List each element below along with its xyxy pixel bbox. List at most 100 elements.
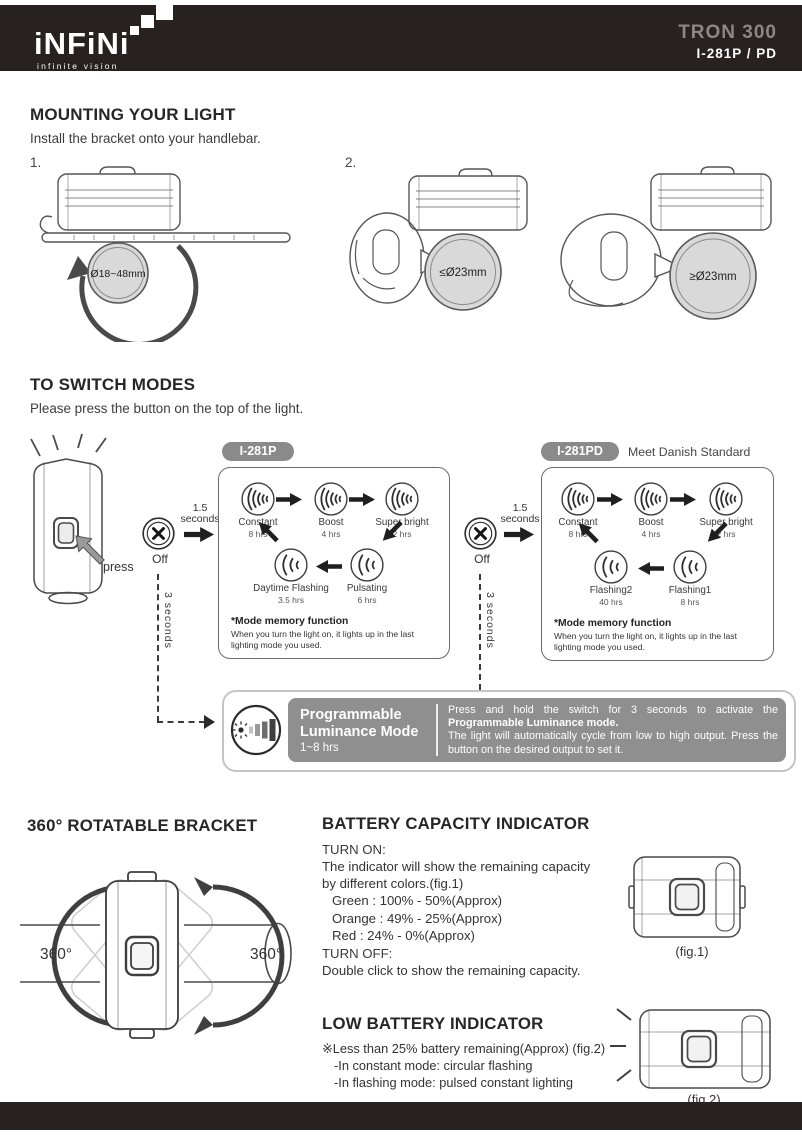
step-2-label: 2. [345,155,357,170]
battery-red-line: Red : 24% - 0%(Approx) [332,928,475,943]
mounting-section-header: MOUNTING YOUR LIGHT Install the bracket … [30,105,261,146]
brand-logo: iNFiNi [34,26,130,61]
flash-marks-icon [610,1008,632,1082]
mode-wave-icon [274,548,308,582]
mode-wave-icon [673,550,707,584]
tap-duration-value: 1.5 [512,502,528,514]
mounting-step2-drawing: ≤Ø23mm ≥Ø23mm [349,166,772,320]
logo-pixel-square-icon [156,3,173,20]
battery-section: BATTERY CAPACITY INDICATOR TURN ON: The … [322,814,628,979]
hold-duration-label: 3 seconds [162,592,174,649]
battery-off-text: Double click to show the remaining capac… [322,962,581,978]
mode-wave-icon [561,482,595,516]
memory-note-text: When you turn the light on, it lights up… [554,631,737,652]
programmable-runtime: 1~8 hrs [300,742,339,754]
fig1-label: (fig.1) [675,944,709,959]
battery-turn-off-label: TURN OFF: [322,945,393,961]
mode-wave-icon [709,482,743,516]
low-battery-title: LOW BATTERY INDICATOR [322,1014,544,1033]
memory-note-text: When you turn the light on, it lights up… [231,629,414,650]
power-button-icon [464,517,497,550]
memory-note-title: *Mode memory function [554,618,672,629]
clamp-diameter-circle [87,242,149,304]
fig2-drawing [610,1008,771,1089]
hold-connector-line [479,574,481,690]
logo-pixel-square-icon [130,26,139,35]
battery-title: BATTERY CAPACITY INDICATOR [322,814,590,833]
low-battery-threshold: ※Less than 25% battery remaining(Approx)… [322,1041,606,1056]
low-battery-flashing-note: -In flashing mode: pulsed constant light… [334,1075,574,1090]
model-variant: I-281P / PD [696,46,777,61]
step-1-label: 1. [30,155,42,170]
footer-bar [0,1102,802,1130]
memory-note-title: *Mode memory function [231,616,349,627]
fit-large-circle [669,232,757,320]
fit-large-label: ≥Ø23mm [689,271,736,283]
light-press-drawing [30,433,107,605]
fit-small-circle [424,233,502,311]
mode-flashing1: Flashing1 8 hrs [648,550,732,607]
battery-orange-line: Orange : 49% - 25%(Approx) [332,910,503,926]
mounting-subtitle: Install the bracket onto your handlebar. [30,131,261,146]
mode-super-bright: Super bright 2 hrs [360,482,444,539]
next-mode-arrow-icon [276,493,302,506]
next-mode-arrow-icon [670,493,696,506]
model-badge-i281p: I-281P [222,442,294,461]
press-arrow-icon [75,535,105,565]
low-battery-constant-note: -In constant mode: circular flashing [334,1058,533,1073]
next-mode-arrow-icon [638,562,664,575]
logo-pixel-square-icon [141,15,154,28]
mode-super-bright: Super bright 2 hrs [684,482,768,539]
battery-green-line: Green : 100% - 50%(Approx) [332,893,503,908]
mode-flashing2: Flashing2 40 hrs [569,550,653,607]
tap-duration-label: 1.5 seconds [176,503,224,525]
model-badge-i281pd: I-281PD [541,442,619,461]
fig1-drawing [628,856,746,938]
mode-wave-icon [241,482,275,516]
clamp-range-label: Ø18~48mm [90,268,145,280]
next-mode-arrow-icon [316,560,342,573]
mode-boost: Boost 4 hrs [609,482,693,539]
mounting-title: MOUNTING YOUR LIGHT [30,105,236,124]
tap-duration-unit: seconds [500,513,540,525]
mode-wave-icon [385,482,419,516]
brand-tagline: infinite vision [37,61,119,71]
fit-small-label: ≤Ø23mm [439,267,486,279]
mode-constant: Constant 8 hrs [216,482,300,539]
hold-arrowhead-icon [204,715,215,729]
off-label: Off [152,552,168,566]
programmable-gray-panel: Programmable Luminance Mode 1~8 hrs Pres… [288,698,786,762]
switch-section-header: TO SWITCH MODES Please press the button … [30,375,303,416]
mode-wave-icon [634,482,668,516]
panel-divider [436,704,438,756]
right-arrow-icon [184,527,214,542]
mode-boost: Boost 4 hrs [289,482,373,539]
tap-duration-unit: seconds [180,513,220,525]
memory-note: *Mode memory function When you turn the … [231,616,441,651]
rotate-arrow-icon [79,244,199,342]
switch-subtitle: Please press the button on the top of th… [30,401,304,416]
mounting-step1-drawing: Ø18~48mm [39,166,291,342]
low-battery-section: LOW BATTERY INDICATOR ※Less than 25% bat… [322,1014,622,1091]
mode-constant: Constant 8 hrs [536,482,620,539]
programmable-title: Programmable Luminance Mode [300,707,419,740]
off-label: Off [474,552,490,566]
power-button-icon [142,517,175,550]
luminance-beam-icon [230,704,282,756]
battery-on-text: The indicator will show the remaining ca… [322,859,591,874]
battery-turn-on-label: TURN ON: [322,842,386,857]
rotatable-bracket-drawing [20,871,292,1039]
next-mode-arrow-icon [349,493,375,506]
right-arrow-icon [504,527,534,542]
hold-duration-label: 3 seconds [484,592,496,649]
hold-connector-line [157,721,205,723]
switch-title: TO SWITCH MODES [30,375,196,394]
mode-daytime-flashing: Daytime Flashing 3.5 hrs [249,548,333,605]
mode-box-i281pd: Constant 8 hrs Boost 4 hrs Super bright … [541,467,774,661]
rotate-arrowhead-icon [67,256,91,280]
programmable-desc: Press and hold the switch for 3 seconds … [448,704,778,756]
model-block: TRON 300 I-281P / PD [678,22,777,61]
press-label: press [103,560,134,574]
next-mode-arrow-icon [597,493,623,506]
